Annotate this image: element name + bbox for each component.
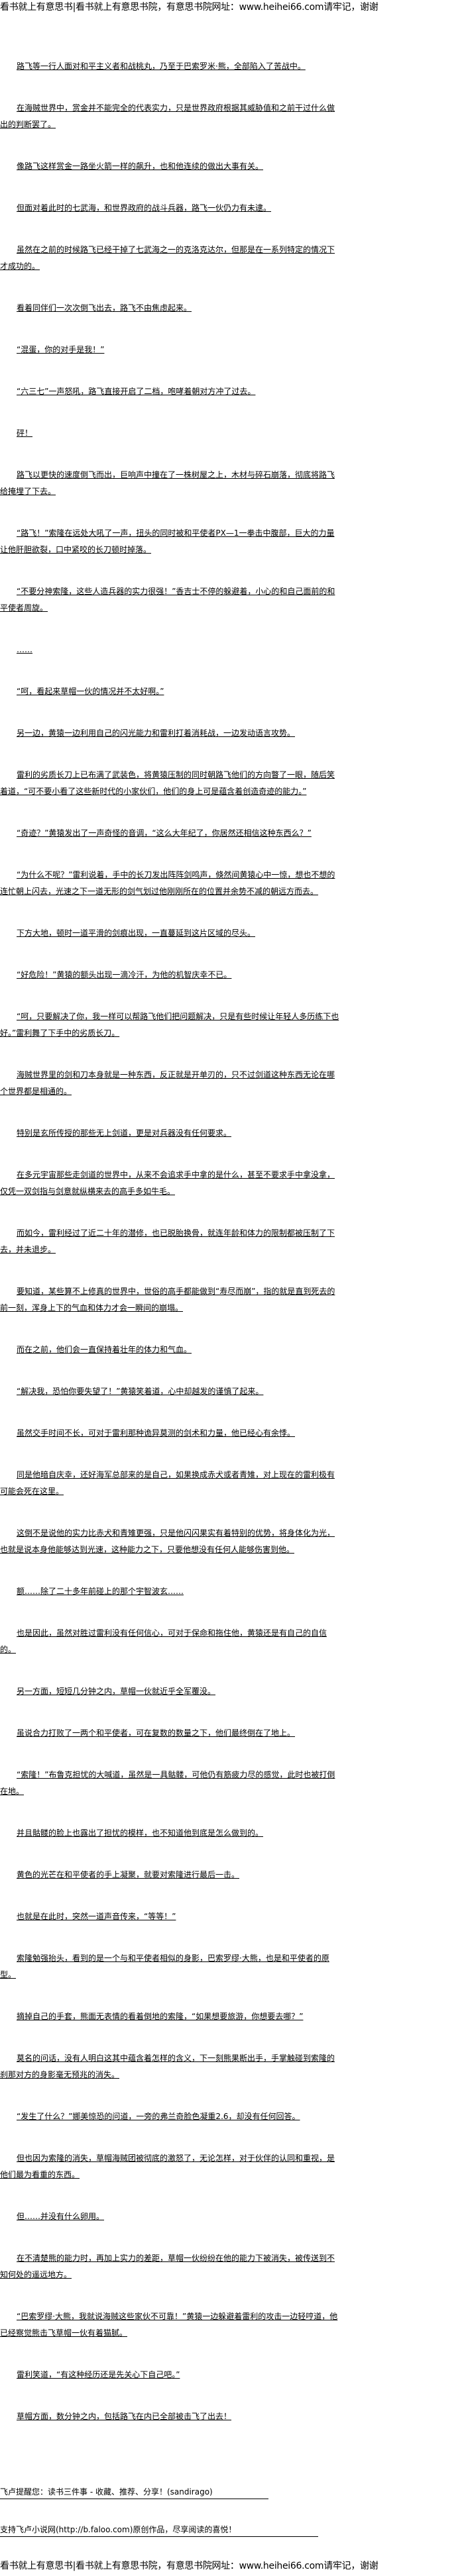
paragraph: “发生了什么？”娜美惊恐的问道，一旁的弗兰奇脸色凝重2.6，却没有任何回答。 <box>17 2112 300 2121</box>
paragraph: 路飞以更快的速度倒飞而出，巨响声中撞在了一株树屋之上，木材与碎石崩落，彻底将路飞… <box>0 470 335 496</box>
paragraph: 虽说合力打败了一两个和平使者，可在复数的数量之下，他们最终倒在了地上。 <box>17 1728 296 1738</box>
paragraph: 砰！ <box>17 428 33 438</box>
paragraph: 而在之前，他们会一直保持着壮年的体力和气血。 <box>17 1345 192 1354</box>
paragraph: “好危险！”黄猿的额头出现一滴冷汗，为他的机智庆幸不已。 <box>17 970 232 979</box>
paragraph: “解决我，恐怕你要失望了！”黄猿笑着道，心中却越发的谨慎了起来。 <box>17 1387 264 1396</box>
paragraph: “不要分神索隆，这些人造兵器的实力很强！”香吉士不停的躲避着，小心的和自己面前的… <box>0 587 335 613</box>
paragraph: 下方大地，顿时一道平滑的剑痕出现，一直蔓延到这片区域的尽头。 <box>17 928 256 938</box>
paragraph: 像路飞这样赏金一路坐火箭一样的飙升，也和他连续的做出大事有关。 <box>17 162 264 171</box>
paragraph: 虽然在之前的时候路飞已经干掉了七武海之一的克洛克达尔，但那是在一系列特定的情况下… <box>0 245 335 271</box>
paragraph: “路飞！”索隆在远处大吼了一声，扭头的同时被和平使者PX—1一拳击中腹部，巨大的… <box>0 528 335 554</box>
paragraph: 也是因此，虽然对胜过雷利没有任何信心，可对于保命和拖住他，黄猿还是有自己的自信的… <box>0 1628 327 1654</box>
paragraph: 路飞等一行人面对和平主义者和战桃丸，乃至于巴索罗米·熊，全部陷入了苦战中。 <box>17 62 306 71</box>
paragraph: “六三七”一声怒吼，路飞直接开启了二档，咆哮着朝对方冲了过去。 <box>17 387 256 396</box>
footer-reminder: 飞卢提醒您：读书三件事 - 收藏、推荐、分享！(sandirago) <box>0 2485 268 2499</box>
paragraph: 海贼世界里的剑和刀本身就是一种东西，反正就是开单刃的，只不过剑道这种东西无论在哪… <box>0 1070 335 1096</box>
paragraph: 并且骷髅的脸上也露出了担忧的模样，也不知道他到底是怎么做到的。 <box>17 1828 264 1838</box>
paragraph: 在海贼世界中，赏金并不能完全的代表实力，只是世界政府根据其威胁值和之前干过什么做… <box>0 103 335 129</box>
paragraph: 也就是在此时，突然一道声音传来，“等等！” <box>17 1912 176 1921</box>
paragraph: 黄色的光芒在和平使者的手上凝聚，就要对索隆进行最后一击。 <box>17 1870 240 1879</box>
site-banner-bottom: 看书就上有意思书|看书就上有意思书院，有意思书院网址：www.heihei66.… <box>0 2561 378 2571</box>
paragraph: 索隆勉强抬头，看到的是一个与和平使者相似的身影，巴索罗缪·大熊，也是和平使者的原… <box>0 1954 329 1979</box>
paragraph: “混蛋，你的对手是我！” <box>17 345 105 354</box>
paragraph: 在不清楚熊的能力时，再加上实力的差距，草帽一伙纷纷在他的能力下被消失，被传送到不… <box>0 2254 335 2279</box>
paragraph: 莫名的问话，没有人明白这其中蕴含着怎样的含义，下一刻熊果断出手，手掌触碰到索隆的… <box>0 2054 335 2079</box>
paragraph: 但……并没有什么卵用。 <box>17 2212 105 2221</box>
paragraph: “奇迹？”黄猿发出了一声奇怪的音调，“这么大年纪了，你居然还相信这种东西么？” <box>17 828 312 838</box>
paragraph: …… <box>17 645 32 654</box>
paragraph: 另一边，黄猿一边利用自己的闪光能力和雷利打着消耗战，一边发动语言攻势。 <box>17 728 296 738</box>
paragraph: “为什么不呢？”雷利说着，手中的长刀发出阵阵剑鸣声，倏然间黄猿心中一惊，想也不想… <box>0 870 335 896</box>
footer-support-link[interactable]: 支持飞卢小说网(http://b.faloo.com)原创作品，尽享阅读的喜悦！ <box>0 2523 318 2537</box>
paragraph: 同是他暗自庆幸，还好海军总部来的是自己，如果换成赤犬或者青雉，对上现在的雷利极有… <box>0 1470 335 1496</box>
paragraph: “索隆！”布鲁克担忧的大喊道，虽然是一具骷髅，可他仍有筋疲力尽的感觉，此时也被打… <box>0 1770 335 1796</box>
paragraph: 草帽方面，数分钟之内，包括路飞在内已全部被击飞了出去！ <box>17 2412 232 2421</box>
paragraph: “呵，只要解决了你，我一样可以帮路飞他们把问题解决，只是有些时候让年轻人多历练下… <box>0 1012 339 1038</box>
paragraph: “巴索罗缪·大熊，我就说海贼这些家伙不可靠！”黄猿一边躲避着雷利的攻击一边轻哼道… <box>0 2312 338 2338</box>
paragraph: 要知道，某些算不上修真的世界中，世俗的高手都能做到“寿尽而崩”，指的就是直到死去… <box>0 1287 335 1313</box>
paragraph: 这倒不是说他的实力比赤犬和青雉更强，只是他闪闪果实有着特别的优势，将身体化为光，… <box>0 1528 335 1554</box>
paragraph: “呵，看起来草帽一伙的情况并不太好啊。” <box>17 687 164 696</box>
paragraph: 雷利的劣质长刀上已布满了武装色，将黄猿压制的同时朝路飞他们的方向瞥了一眼，随后笑… <box>0 770 335 796</box>
paragraph: 摘掉自己的手套，熊面无表情的看着倒地的索隆，“如果想要旅游，你想要去哪？” <box>17 2012 304 2021</box>
paragraph: 另一方面，短短几分钟之内，草帽一伙就近乎全军覆没。 <box>17 1687 216 1696</box>
paragraph: 而如今，雷利经过了近二十年的潜修，也已脱胎换骨，就连年龄和体力的限制都被压制了下… <box>0 1228 335 1254</box>
paragraph: 雷利笑道，“有这种经历还是先关心下自己吧。” <box>17 2370 180 2379</box>
paragraph: 但面对着此时的七武海，和世界政府的战斗兵器，路飞一伙仍力有未逮。 <box>17 203 272 213</box>
site-banner-top: 看书就上有意思书|看书就上有意思书院，有意思书院网址：www.heihei66.… <box>0 2 378 13</box>
chapter-body: 路飞等一行人面对和平主义者和战桃丸，乃至于巴索罗米·熊，全部陷入了苦战中。在海贼… <box>0 58 339 2450</box>
paragraph: 虽然交手时间不长，可对于雷利那种诡异莫测的剑术和力量，他已经心有余悸。 <box>17 1428 296 1438</box>
paragraph: 特别是玄所传授的那些无上剑道，更是对兵器没有任何要求。 <box>17 1128 232 1138</box>
paragraph: 在多元宇宙那些走剑道的世界中，从来不会追求手中拿的是什么，甚至不要求手中拿没拿，… <box>0 1170 335 1196</box>
paragraph: 额……除了二十多年前碰上的那个宇智波玄…… <box>17 1587 184 1596</box>
paragraph: 但也因为索隆的消失，草帽海贼团被彻底的激怒了，无论怎样，对于伙伴的认同和重视，是… <box>0 2154 335 2179</box>
paragraph: 看着同伴们一次次倒飞出去，路飞不由焦虑起来。 <box>17 303 192 313</box>
